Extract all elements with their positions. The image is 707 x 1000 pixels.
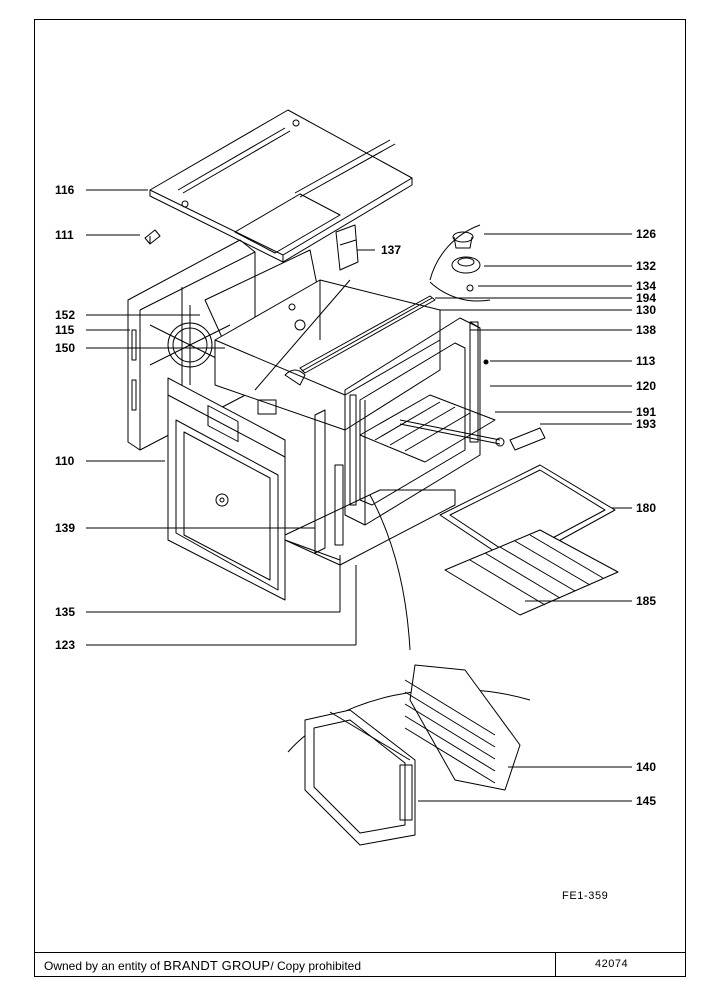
- bracket-part: [335, 224, 359, 271]
- oven-cavity: [214, 279, 441, 431]
- callout-185: 185: [636, 594, 656, 608]
- footer-divider: [555, 952, 556, 977]
- drawing-frame: [34, 19, 686, 977]
- detail-connector: [369, 494, 411, 651]
- footer-bar: [34, 952, 686, 977]
- callout-191: 191: [636, 405, 656, 419]
- callout-126: 126: [636, 227, 656, 241]
- clip-part: [144, 229, 161, 245]
- front-frame: [344, 317, 481, 526]
- ownership-suffix: / Copy prohibited: [270, 959, 362, 973]
- top-heating-bar: [299, 295, 436, 374]
- oven-door: [167, 377, 286, 601]
- callout-139: 139: [55, 521, 75, 535]
- document-code: 42074: [595, 958, 629, 970]
- callout-137: 137: [381, 243, 401, 257]
- callout-116: 116: [55, 183, 75, 197]
- callout-138: 138: [636, 323, 656, 337]
- callout-120: 120: [636, 379, 656, 393]
- enamelled-tray: [439, 464, 616, 566]
- inner-rack: [359, 394, 496, 463]
- callout-180: 180: [636, 501, 656, 515]
- callout-145: 145: [636, 794, 656, 808]
- brand-name: BRANDT GROUP: [163, 958, 271, 973]
- spit-rod: [399, 419, 546, 451]
- callout-193: 193: [636, 417, 656, 431]
- ownership-prefix: Owned by an entity of: [44, 959, 164, 973]
- callout-123: 123: [55, 638, 75, 652]
- side-runner: [334, 464, 344, 546]
- callout-140: 140: [636, 760, 656, 774]
- callout-111: 111: [55, 228, 74, 242]
- side-shelf-rack: [404, 664, 521, 791]
- diagram-reference: FE1-359: [562, 890, 609, 902]
- top-cover-panel: [149, 109, 413, 263]
- wire-shelf: [444, 529, 619, 616]
- side-guide: [314, 409, 326, 554]
- callout-150: 150: [55, 341, 75, 355]
- inner-door-glass: [304, 709, 416, 846]
- callout-132: 132: [636, 259, 656, 273]
- callout-110: 110: [55, 454, 75, 468]
- small-screw: [483, 359, 489, 365]
- callout-115: 115: [55, 323, 75, 337]
- callout-194: 194: [636, 291, 656, 305]
- callout-134: 134: [636, 279, 656, 293]
- callout-labels: 116 111 137 126 132 134 194 130 152 115 …: [55, 183, 656, 808]
- ownership-notice: Owned by an entity of BRANDT GROUP/ Copy…: [44, 958, 361, 973]
- callout-152: 152: [55, 308, 75, 322]
- callout-135: 135: [55, 605, 75, 619]
- callout-130: 130: [636, 303, 656, 317]
- leader-lines: [86, 189, 632, 802]
- callout-113: 113: [636, 354, 656, 368]
